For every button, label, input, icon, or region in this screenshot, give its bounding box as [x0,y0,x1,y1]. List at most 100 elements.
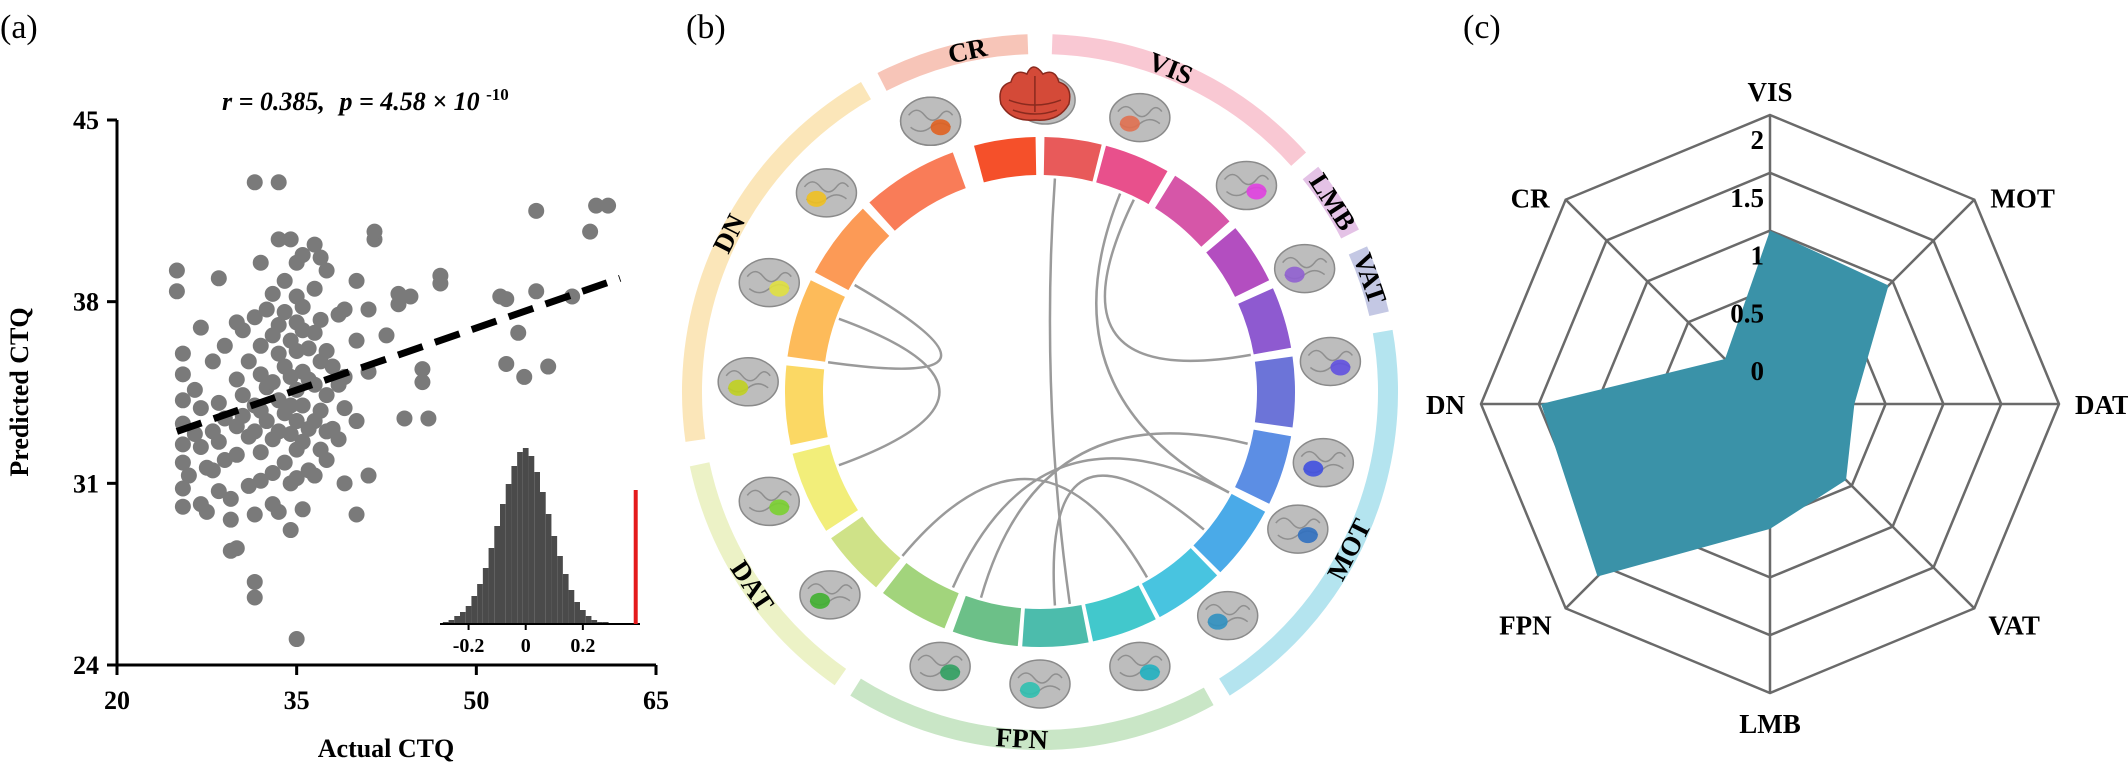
scatter-point [306,236,323,253]
region-segment [952,595,1022,647]
region-segment [1238,288,1292,355]
scatter-point [318,387,335,404]
scatter-point [282,368,299,385]
histogram-bar [522,448,529,624]
stat-p: p = 4.58 × 10 [337,87,479,116]
chord-line [838,317,941,467]
stat-p-exponent: -10 [486,85,509,104]
region-segments [785,137,1295,647]
network-arc-vat [1348,246,1389,317]
x-tick-label: 65 [643,686,669,715]
scatter-point [246,309,263,326]
inset-tick-label: -0.2 [453,635,485,657]
scatter-point [252,254,269,271]
network-label-mot: MOT [1321,514,1377,585]
histogram-bar [465,606,472,624]
null-distribution-histogram [442,448,609,624]
histogram-bar [580,610,586,624]
region-segment [831,516,901,588]
y-tick-label: 38 [73,288,99,317]
scatter-point [330,431,347,448]
radar-ring-label: 1 [1751,241,1765,271]
scatter-point [210,270,227,287]
scatter-point [192,319,209,336]
network-arc-fpn [850,678,1214,750]
region-segment [869,152,967,231]
scatter-point [204,462,221,479]
scatter-point [276,454,293,471]
histogram-bar [505,484,512,624]
region-segment [1205,228,1270,298]
scatter-point [216,337,233,354]
brain-icon [795,168,858,218]
histogram-bar [511,466,518,624]
scatter-point [270,231,287,248]
scatter-point [210,394,227,411]
scatter-point [564,288,581,305]
panel-a-label: (a) [0,9,38,46]
scatter-point [168,283,185,300]
x-axis-label: Actual CTQ [318,734,455,763]
histogram-bar [454,616,460,624]
scatter-point [420,410,437,427]
scatter-point [498,291,515,308]
scatter-point [246,589,263,606]
chord-line [901,477,1149,578]
x-tick-label: 50 [463,686,489,715]
scatter-point [306,467,323,484]
chord-line [979,432,1248,599]
histogram-bar [482,568,489,624]
histogram-bar [528,456,535,624]
scatter-point [294,298,311,315]
panel-b-label: (b) [686,9,726,46]
y-axis-label: Predicted CTQ [5,307,34,476]
scatter-point [204,353,221,370]
scatter-point [270,345,287,362]
histogram-bar [477,584,483,624]
scatter-point [348,332,365,349]
scatter-point [516,368,533,385]
histogram-bar [540,492,546,624]
scatter-point [288,342,305,359]
scatter-point [306,280,323,297]
x-tick-label: 35 [284,686,310,715]
scatter-point [510,324,527,341]
scatter-point [360,301,377,318]
chord-line [1095,193,1230,494]
scatter-point [348,506,365,523]
scatter-point [174,392,191,409]
radar-axis-label-cr: CR [1511,184,1550,214]
network-arc-vis [1051,34,1307,166]
brain-icon [909,641,971,692]
scatter-point [528,202,545,219]
histogram-bar [562,574,569,624]
radar-ring-label: 1.5 [1730,183,1764,213]
brain-icon [1215,160,1278,211]
scatter-point [270,317,287,334]
network-arc-dat [689,462,847,686]
y-tick-label: 31 [73,469,99,498]
scatter-point [216,451,233,468]
scatter-point [540,358,557,375]
scatter-point [228,371,245,388]
scatter-point [336,301,353,318]
scatter-point [198,503,215,520]
scatter-point [174,454,191,471]
scatter-point [264,464,281,481]
scatter-point [288,413,305,430]
scatter-point [246,423,263,440]
inset-tick-label: 0.2 [570,635,595,657]
region-segment [1193,493,1266,573]
scatter-point [294,501,311,518]
scatter-point [294,397,311,414]
scatter-point [180,467,197,484]
scatter-point [600,197,617,214]
scatter-point [174,480,191,497]
region-segment [792,444,859,531]
scatter-point [294,433,311,450]
histogram-bar [585,616,592,624]
connectivity-chords [827,178,1251,606]
